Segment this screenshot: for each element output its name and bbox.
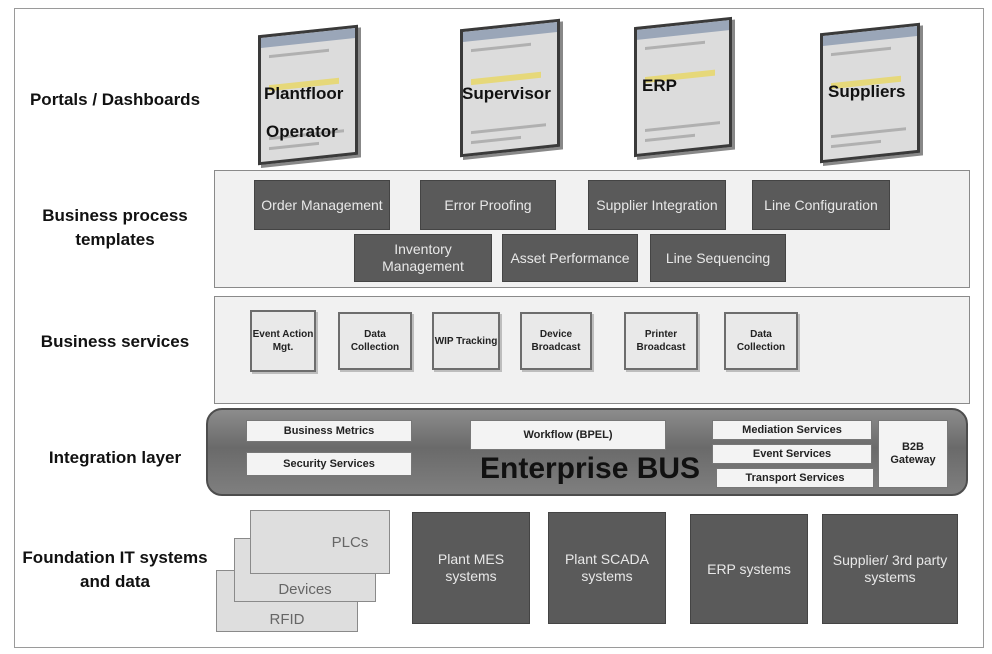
- portal-sublabel-operator: Operator: [266, 122, 338, 141]
- template-inventory-management: Inventory Management: [354, 234, 492, 282]
- bus-workflow: Workflow (BPEL): [470, 420, 666, 450]
- service-device-broadcast: Device Broadcast: [520, 312, 592, 370]
- template-asset-performance: Asset Performance: [502, 234, 638, 282]
- layer-label-integration: Integration layer: [48, 448, 182, 467]
- bus-b2b-gateway: B2B Gateway: [878, 420, 948, 488]
- service-wip-tracking: WIP Tracking: [432, 312, 500, 370]
- foundation-plcs: PLCs: [250, 510, 390, 574]
- portal-label-plantfloor: Plantfloor: [264, 84, 344, 103]
- bus-mediation-services: Mediation Services: [712, 420, 872, 440]
- bus-business-metrics: Business Metrics: [246, 420, 412, 442]
- service-printer-broadcast: Printer Broadcast: [624, 312, 698, 370]
- business-services-band: [214, 296, 970, 404]
- layer-label-services: Business services: [40, 332, 190, 351]
- template-line-sequencing: Line Sequencing: [650, 234, 786, 282]
- service-data-collection-2: Data Collection: [724, 312, 798, 370]
- portal-label-supervisor: Supervisor: [462, 84, 551, 103]
- enterprise-bus-title: Enterprise BUS: [480, 452, 701, 485]
- layer-label-portals: Portals / Dashboards: [29, 90, 201, 109]
- bus-security-services: Security Services: [246, 452, 412, 476]
- bus-event-services: Event Services: [712, 444, 872, 464]
- template-supplier-integration: Supplier Integration: [588, 180, 726, 230]
- service-data-collection: Data Collection: [338, 312, 412, 370]
- foundation-erp: ERP systems: [690, 514, 808, 624]
- foundation-supplier-3rd-party: Supplier/ 3rd party systems: [822, 514, 958, 624]
- template-error-proofing: Error Proofing: [420, 180, 556, 230]
- foundation-plant-mes: Plant MES systems: [412, 512, 530, 624]
- template-line-configuration: Line Configuration: [752, 180, 890, 230]
- template-order-management: Order Management: [254, 180, 390, 230]
- service-event-action-mgt: Event Action Mgt.: [250, 310, 316, 372]
- bus-transport-services: Transport Services: [716, 468, 874, 488]
- layer-label-foundation: Foundation IT systems and data: [22, 548, 208, 591]
- diagram-frame: [14, 8, 984, 648]
- layer-label-process: Business process templates: [42, 206, 188, 249]
- foundation-plant-scada: Plant SCADA systems: [548, 512, 666, 624]
- portal-label-suppliers: Suppliers: [828, 82, 906, 101]
- portal-label-erp: ERP: [642, 76, 677, 95]
